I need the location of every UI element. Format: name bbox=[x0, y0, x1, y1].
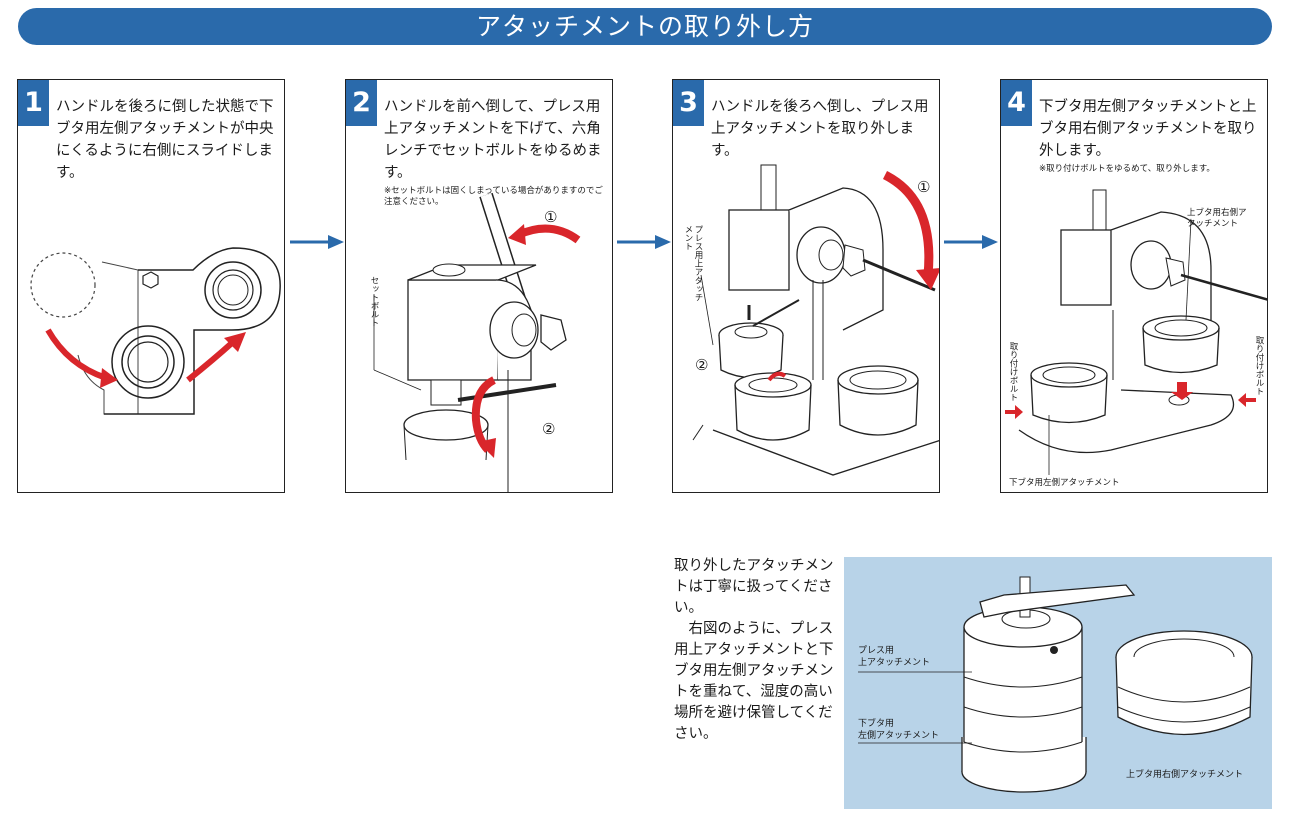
remove-press-attachment-illustration bbox=[692, 164, 939, 476]
storage-instructions: 取り外したアタッチメントは丁寧に扱ってください。 右図のように、プレス用上アタッ… bbox=[674, 556, 836, 745]
lower-left-label: 下ブタ用 左側アタッチメント bbox=[858, 718, 939, 742]
step-text: ハンドルを後ろに倒した状態で下ブタ用左側アタッチメントが中央にくるように右側にス… bbox=[56, 99, 274, 181]
flow-arrow-icon bbox=[944, 235, 998, 249]
remove-lower-attachments-illustration bbox=[1005, 189, 1267, 475]
lower-left-label: 下ブタ用左側アタッチメント bbox=[1009, 478, 1120, 488]
step-text: ハンドルを前へ倒して、プレス用上アタッチメントを下げて、六角レンチでセットボルト… bbox=[384, 96, 608, 208]
flow-arrow-icon bbox=[617, 235, 671, 249]
label-line: 上アタッチメント bbox=[858, 658, 931, 668]
step-1-panel: 1 ハンドルを後ろに倒した状態で下ブタ用左側アタッチメントが中央にくるように右側… bbox=[17, 79, 285, 493]
circle-one-label: ① bbox=[917, 178, 931, 196]
bolt-left-label: 取り付けボルト bbox=[1008, 342, 1018, 402]
circle-two-label: ② bbox=[542, 420, 556, 438]
step-4-panel: 4 下ブタ用左側アタッチメントと上ブタ用右側アタッチメントを取り外します。 ※取… bbox=[1000, 79, 1268, 493]
step-number: 2 bbox=[346, 80, 377, 126]
set-bolt-label: セットボルト bbox=[369, 276, 379, 327]
upper-right-label: 上ブタ用右側アタッチメント bbox=[1187, 208, 1247, 229]
press-upper-label: プレス用上アタッチメント bbox=[683, 225, 703, 302]
press-upper-label: プレス用 上アタッチメント bbox=[858, 645, 930, 669]
step-text-main: 下ブタ用左側アタッチメントと上ブタ用右側アタッチメントを取り外します。 bbox=[1039, 99, 1257, 159]
step-number: 4 bbox=[1001, 80, 1032, 126]
step-note: ※セットボルトは固くしまっている場合がありますのでご注意ください。 bbox=[384, 186, 603, 207]
step-number: 3 bbox=[673, 80, 704, 126]
stacked-attachments-illustration bbox=[858, 576, 1253, 793]
upper-right-label: 上ブタ用右側アタッチメント bbox=[1126, 770, 1244, 780]
step-note: ※取り付けボルトをゆるめて、取り外します。 bbox=[1039, 164, 1215, 174]
label-line: 左側アタッチメント bbox=[858, 731, 940, 741]
label-line: プレス用 bbox=[858, 646, 895, 656]
slide-plate-illustration bbox=[30, 247, 281, 415]
page-title: アタッチメントの取り外し方 bbox=[18, 8, 1272, 45]
step-text: ハンドルを後ろへ倒し、プレス用上アタッチメントを取り外します。 bbox=[711, 99, 929, 159]
storage-para-1: 取り外したアタッチメントは丁寧に扱ってください。 bbox=[674, 558, 834, 616]
label-line: 下ブタ用 bbox=[858, 719, 895, 729]
step-text-main: ハンドルを前へ倒して、プレス用上アタッチメントを下げて、六角レンチでセットボルト… bbox=[384, 99, 602, 181]
circle-one-label: ① bbox=[544, 208, 558, 226]
bolt-right-label: 取り付けボルト bbox=[1254, 336, 1264, 396]
storage-figure: プレス用 上アタッチメント 下ブタ用 左側アタッチメント 上ブタ用右側アタッチメ… bbox=[844, 557, 1272, 809]
hex-wrench-illustration bbox=[373, 192, 581, 492]
step-3-panel: 3 ハンドルを後ろへ倒し、プレス用上アタッチメントを取り外します。 プレス用上ア… bbox=[672, 79, 940, 493]
circle-two-label: ② bbox=[695, 356, 709, 374]
flow-arrow-icon bbox=[290, 235, 344, 249]
step-text: 下ブタ用左側アタッチメントと上ブタ用右側アタッチメントを取り外します。 ※取り付… bbox=[1039, 96, 1263, 175]
step-2-panel: 2 ハンドルを前へ倒して、プレス用上アタッチメントを下げて、六角レンチでセットボ… bbox=[345, 79, 613, 493]
storage-para-2: 右図のように、プレス用上アタッチメントと下ブタ用左側アタッチメントを重ねて、湿度… bbox=[674, 621, 834, 742]
step-number: 1 bbox=[18, 80, 49, 126]
